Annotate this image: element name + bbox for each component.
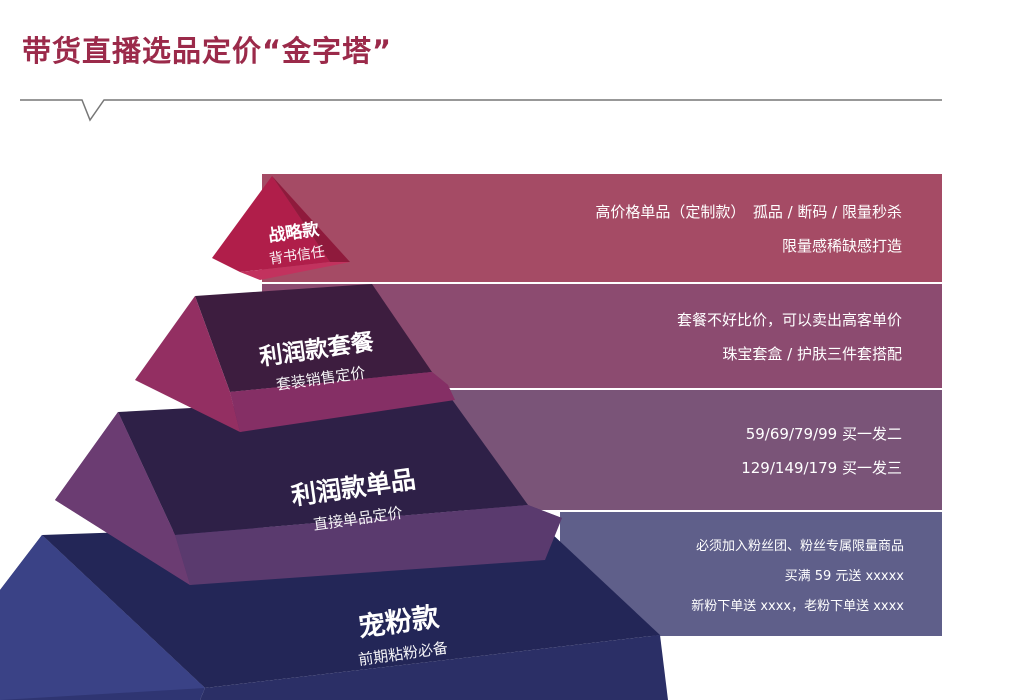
tier-description-line: 必须加入粉丝团、粉丝专属限量商品 [695,538,904,554]
tier-description-line: 限量感稀缺感打造 [781,236,902,255]
tier-description-line: 新粉下单送 xxxx，老粉下单送 xxxx [691,598,904,614]
tier-description-line: 129/149/179 买一发三 [741,458,902,477]
tier-description-line: 买满 59 元送 xxxxx [784,568,904,584]
title-underline [20,99,942,122]
tier-description-line: 59/69/79/99 买一发二 [745,424,902,443]
pyramid-tier-profit-single [55,394,562,585]
pyramid-tier-strategy [212,176,350,280]
tier-description-line: 珠宝套盒 / 护肤三件套搭配 [722,344,902,363]
tier-description-fan: 必须加入粉丝团、粉丝专属限量商品 买满 59 元送 xxxxx 新粉下单送 xx… [560,512,942,636]
pyramid-tier-profit-bundle [135,284,455,432]
tier-description-line: 高价格单品（定制款） 孤品 / 断码 / 限量秒杀 [595,202,902,221]
tier-description-line: 套餐不好比价，可以卖出高客单价 [676,310,902,329]
tier-description-strategy: 高价格单品（定制款） 孤品 / 断码 / 限量秒杀 限量感稀缺感打造 [262,174,942,282]
page-title: 带货直播选品定价“金字塔” [22,34,393,68]
